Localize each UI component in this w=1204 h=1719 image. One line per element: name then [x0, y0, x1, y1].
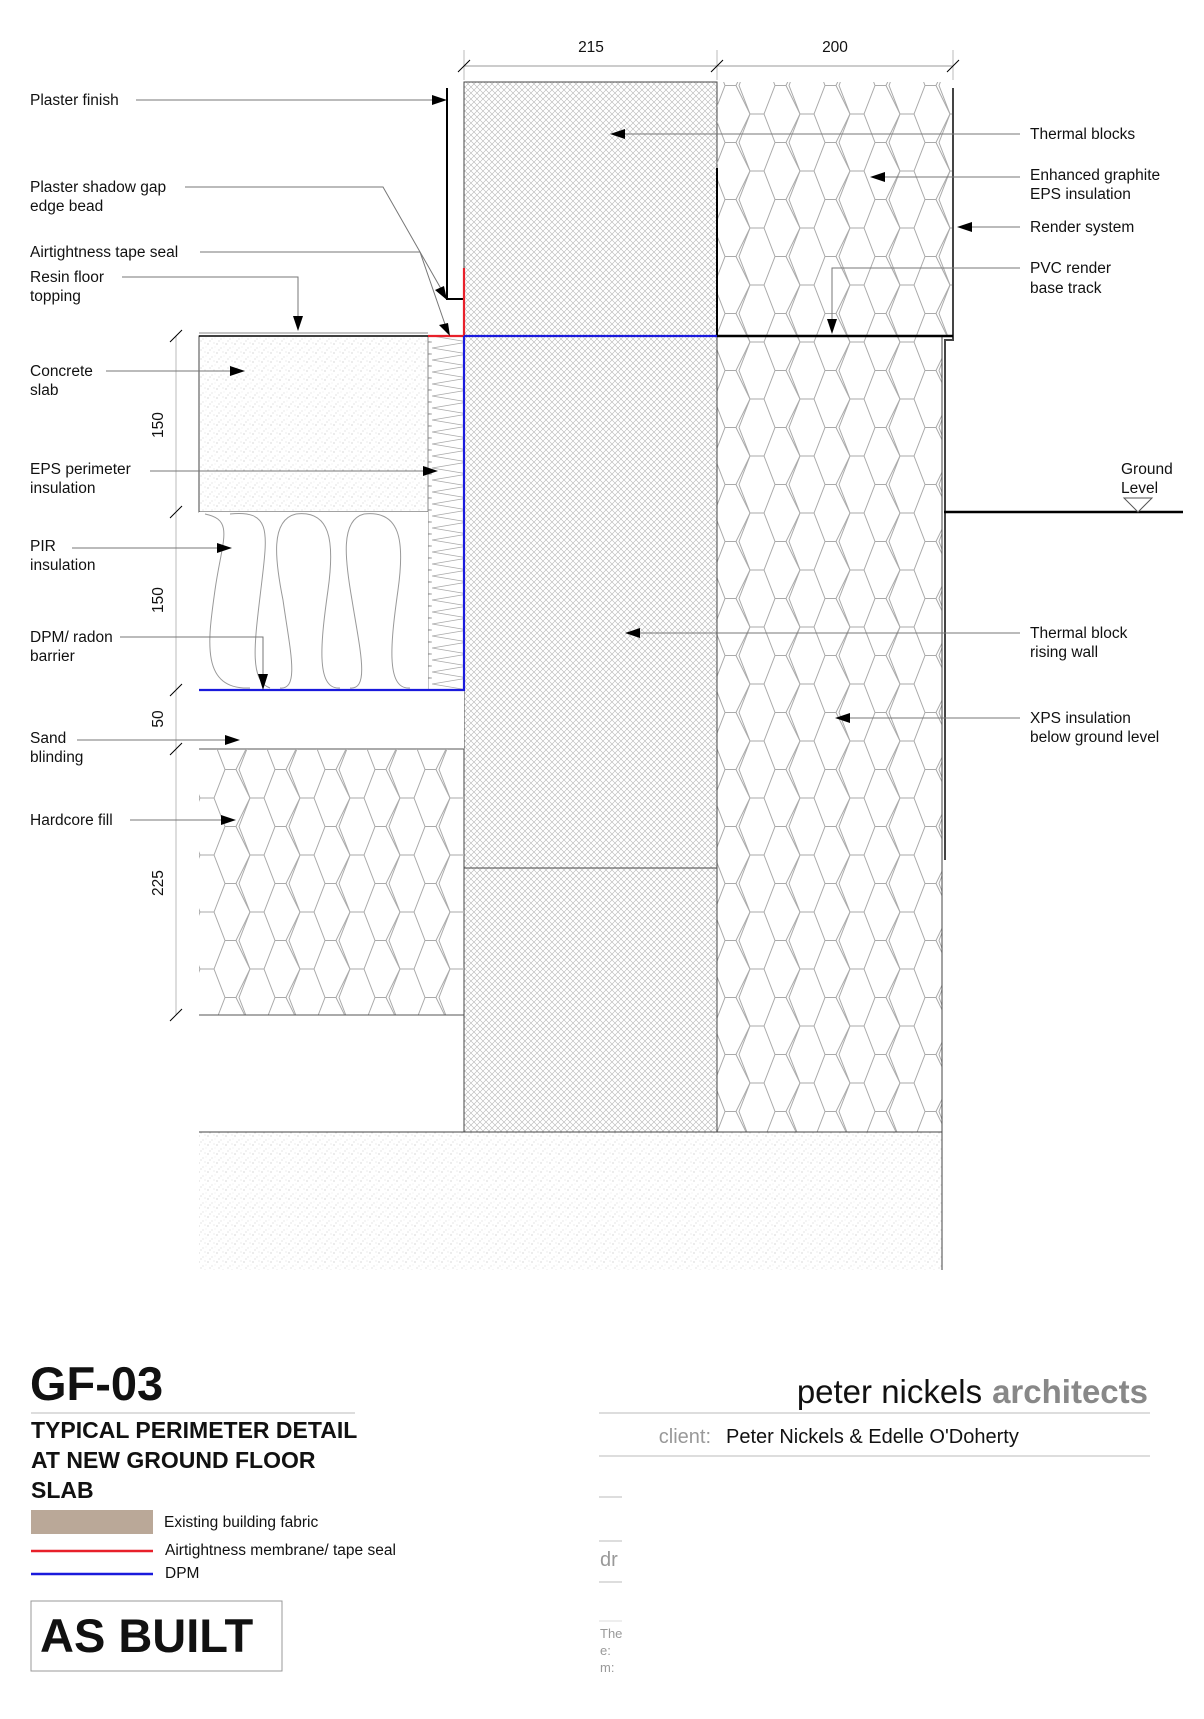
label-eps-perimeter-1: EPS perimeter	[30, 461, 131, 478]
label-ground-1: Ground	[1121, 461, 1173, 478]
label-concrete-1: Concrete	[30, 363, 93, 380]
materials	[198, 81, 1183, 1270]
client-value: Peter Nickels & Edelle O'Doherty	[726, 1426, 1019, 1448]
practice-name-1: peter nickels	[797, 1373, 982, 1410]
dpm-line	[199, 334, 717, 692]
dimension-pir-150: 150	[150, 587, 167, 613]
fragment-m: m:	[600, 1660, 614, 1675]
render-system	[944, 88, 954, 860]
legend-airtight: Airtightness membrane/ tape seal	[165, 1542, 396, 1559]
pir-insulation	[199, 512, 428, 690]
label-tape-seal: Airtightness tape seal	[30, 244, 178, 261]
concrete-slab	[198, 335, 429, 513]
label-pir-1: PIR	[30, 538, 56, 555]
label-dpm-1: DPM/ radon	[30, 629, 113, 646]
dimension-sand-50: 50	[150, 710, 167, 728]
label-rising-wall-1: Thermal block	[1030, 625, 1128, 642]
title-block: GF-03 TYPICAL PERIMETER DETAIL AT NEW GR…	[30, 1357, 396, 1672]
fragment-dr: dr	[600, 1549, 618, 1571]
status-as-built: AS BUILT	[40, 1609, 254, 1662]
label-shadow-gap-2: edge bead	[30, 198, 103, 215]
eps-perimeter-strip	[427, 335, 465, 691]
left-dimensions: 150 150 50 225	[150, 329, 183, 1022]
practice-name-2: architects	[992, 1373, 1148, 1410]
label-render-system: Render system	[1030, 219, 1134, 236]
label-resin-floor-1: Resin floor	[30, 269, 104, 286]
label-resin-floor-2: topping	[30, 288, 81, 305]
drawing-title-3: SLAB	[31, 1477, 94, 1503]
label-hardcore: Hardcore fill	[30, 812, 113, 829]
fragment-the: The	[600, 1626, 622, 1641]
label-ground-2: Level	[1121, 480, 1158, 497]
label-sand-1: Sand	[30, 730, 66, 747]
label-xps-1: XPS insulation	[1030, 710, 1131, 727]
drawing-title-2: AT NEW GROUND FLOOR	[31, 1447, 316, 1473]
sand-blinding	[199, 690, 464, 749]
plaster-finish	[446, 88, 464, 300]
dimension-215: 215	[578, 39, 604, 56]
practice-block: peter nickels architects client: Peter Ni…	[599, 1373, 1150, 1675]
label-sand-2: blinding	[30, 749, 83, 766]
label-pvc-1: PVC render	[1030, 260, 1111, 277]
legend-dpm: DPM	[165, 1565, 199, 1582]
foundation	[199, 1132, 942, 1270]
top-dimensions: 215 200	[457, 39, 960, 80]
label-pvc-2: base track	[1030, 280, 1102, 297]
dimension-200: 200	[822, 39, 848, 56]
drawing-title-1: TYPICAL PERIMETER DETAIL	[31, 1417, 357, 1443]
ground-level-marker	[1122, 497, 1154, 513]
thermal-block-wall	[463, 81, 718, 1133]
label-graphite-2: EPS insulation	[1030, 186, 1131, 203]
xps-insulation	[716, 335, 943, 1133]
legend-fabric: Existing building fabric	[164, 1514, 318, 1531]
label-rising-wall-2: rising wall	[1030, 644, 1098, 661]
hardcore-fill	[199, 749, 464, 1015]
fragment-e: e:	[600, 1643, 611, 1658]
drawing-number: GF-03	[30, 1357, 163, 1410]
graphite-eps-insulation	[717, 82, 953, 336]
label-dpm-2: barrier	[30, 648, 75, 665]
right-labels: Thermal blocks Enhanced graphite EPS ins…	[1030, 126, 1173, 746]
dimension-slab-150: 150	[150, 412, 167, 438]
label-thermal-blocks: Thermal blocks	[1030, 126, 1135, 143]
label-graphite-1: Enhanced graphite	[1030, 167, 1160, 184]
label-xps-2: below ground level	[1030, 729, 1159, 746]
practice-name: peter nickels architects	[797, 1373, 1148, 1410]
label-pir-2: insulation	[30, 557, 96, 574]
legend-swatch-fabric	[31, 1510, 153, 1534]
left-labels: Plaster finish Plaster shadow gap edge b…	[30, 92, 178, 829]
label-shadow-gap-1: Plaster shadow gap	[30, 179, 166, 196]
leaders	[72, 95, 1020, 825]
label-eps-perimeter-2: insulation	[30, 480, 96, 497]
dimension-hardcore-225: 225	[150, 870, 167, 896]
client-label: client:	[659, 1426, 711, 1448]
label-concrete-2: slab	[30, 382, 58, 399]
label-plaster-finish: Plaster finish	[30, 92, 119, 109]
